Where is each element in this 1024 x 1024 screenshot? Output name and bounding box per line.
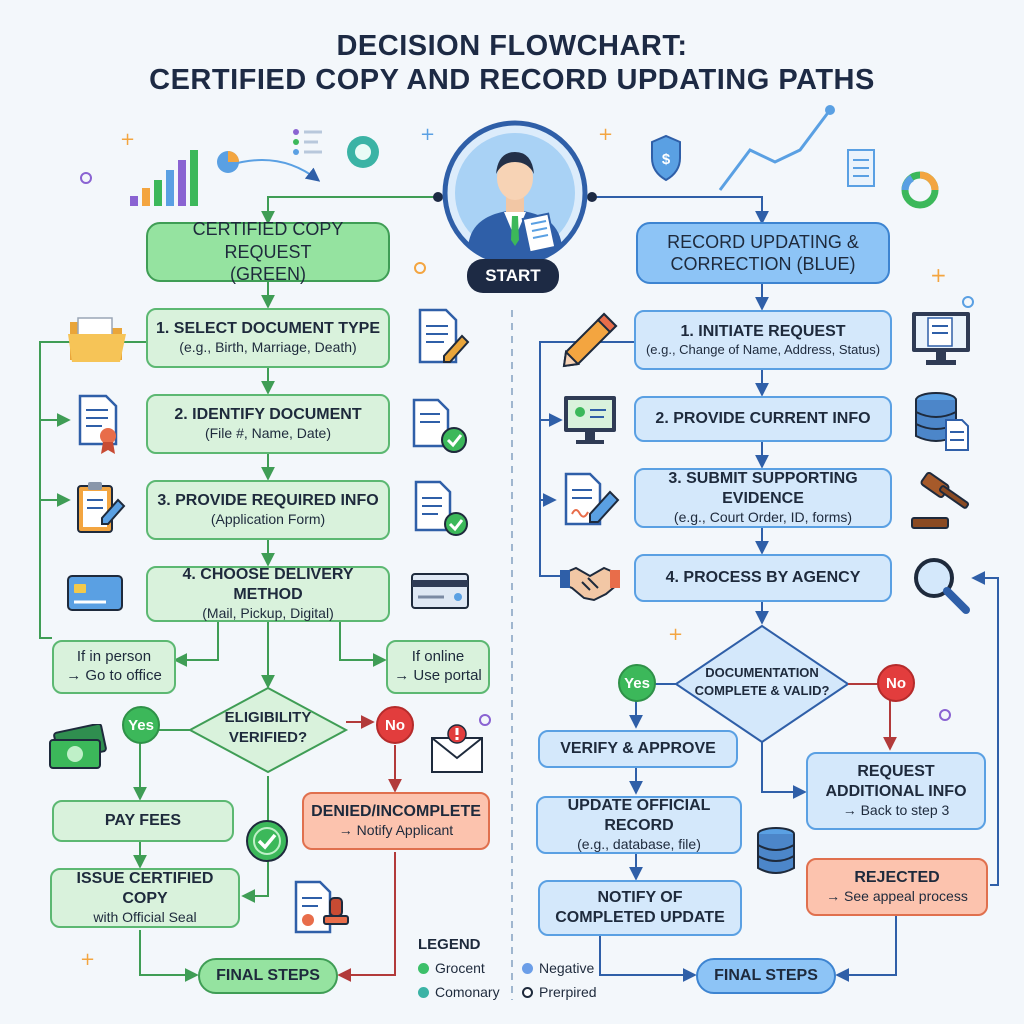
legend-dot-4 xyxy=(522,987,533,998)
left-final-steps: FINAL STEPS xyxy=(198,958,338,994)
right-step-3: 3. SUBMIT SUPPORTING EVIDENCE (e.g., Cou… xyxy=(634,468,892,528)
certified-copy-header: CERTIFIED COPY REQUEST (GREEN) xyxy=(146,219,390,284)
database-document-icon xyxy=(915,392,969,451)
database-icon xyxy=(757,827,795,874)
issue-copy-box: ISSUE CERTIFIED COPY with Official Seal xyxy=(50,868,240,928)
update-record-box: UPDATE OFFICIAL RECORD (e.g., database, … xyxy=(536,796,742,854)
document-check-icon xyxy=(412,398,467,453)
seal-check-icon xyxy=(246,820,288,862)
folder-icon xyxy=(68,317,126,362)
handshake-icon xyxy=(560,566,620,602)
legend-dot-3 xyxy=(418,987,429,998)
left-no-badge: No xyxy=(376,706,414,744)
form-check-icon xyxy=(414,480,468,536)
signed-document-icon xyxy=(564,472,620,526)
eligibility-decision: ELIGIBILITY VERIFIED? xyxy=(224,709,312,746)
legend-dot-1 xyxy=(418,963,429,974)
legend-title: LEGEND xyxy=(418,936,481,953)
documentation-decision: DOCUMENTATION COMPLETE & VALID? xyxy=(694,665,830,698)
svg-text:+: + xyxy=(668,624,683,645)
in-person-box: If in person → Go to office xyxy=(52,640,176,694)
verify-approve-box: VERIFY & APPROVE xyxy=(538,730,738,768)
money-icon xyxy=(49,724,107,769)
stamp-document-icon xyxy=(294,880,349,934)
legend-item-1: Grocent xyxy=(418,960,485,976)
id-monitor-icon xyxy=(564,396,616,444)
legend-dot-2 xyxy=(522,963,533,974)
gavel-icon xyxy=(911,471,970,529)
record-updating-header: RECORD UPDATING & CORRECTION (BLUE) xyxy=(636,222,890,284)
document-pen-icon xyxy=(418,308,470,364)
card-reader-icon xyxy=(411,573,469,609)
legend-item-2: Negative xyxy=(522,960,594,976)
right-yes-badge: Yes xyxy=(618,664,656,702)
notify-update-box: NOTIFY OF COMPLETED UPDATE xyxy=(538,880,742,936)
right-no-badge: No xyxy=(877,664,915,702)
right-step-4: 4. PROCESS BY AGENCY xyxy=(634,554,892,602)
left-step-4: 4. CHOOSE DELIVERY METHOD (Mail, Pickup,… xyxy=(146,566,390,622)
clipboard-icon xyxy=(77,482,126,533)
rejected-box: REJECTED → See appeal process xyxy=(806,858,988,916)
credit-card-icon xyxy=(67,575,123,611)
svg-text:$: $ xyxy=(662,151,671,168)
svg-text:+: + xyxy=(420,124,435,145)
magnifier-icon xyxy=(914,558,970,614)
start-badge: START xyxy=(467,259,559,293)
online-box: If online → Use portal xyxy=(386,640,490,694)
request-info-box: REQUEST ADDITIONAL INFO → Back to step 3 xyxy=(806,752,986,830)
title-line-1: DECISION FLOWCHART: xyxy=(336,30,688,62)
bar-chart-icon xyxy=(130,150,239,206)
left-step-3: 3. PROVIDE REQUIRED INFO (Application Fo… xyxy=(146,480,390,540)
left-yes-badge: Yes xyxy=(122,706,160,744)
svg-text:+: + xyxy=(80,949,95,970)
right-final-steps: FINAL STEPS xyxy=(696,958,836,994)
left-step-1: 1. SELECT DOCUMENT TYPE (e.g., Birth, Ma… xyxy=(146,308,390,368)
svg-text:+: + xyxy=(930,263,947,287)
legend-item-3: Comonary xyxy=(418,984,500,1000)
pencil-icon xyxy=(562,312,618,368)
pay-fees-box: PAY FEES xyxy=(52,800,234,842)
denied-box: DENIED/INCOMPLETE → Notify Applicant xyxy=(302,792,490,850)
legend: LEGEND Grocent Negative Comonary Prerpir… xyxy=(418,936,618,1006)
certificate-ribbon-icon xyxy=(78,394,118,454)
person-avatar-icon xyxy=(442,120,588,266)
envelope-alert-icon xyxy=(431,724,483,773)
monitor-document-icon xyxy=(912,312,970,365)
legend-item-4: Prerpired xyxy=(522,984,597,1000)
right-step-1: 1. INITIATE REQUEST (e.g., Change of Nam… xyxy=(634,310,892,370)
right-step-2: 2. PROVIDE CURRENT INFO xyxy=(634,396,892,442)
title-line-2: CERTIFIED COPY AND RECORD UPDATING PATHS xyxy=(149,64,875,96)
left-step-2: 2. IDENTIFY DOCUMENT (File #, Name, Date… xyxy=(146,394,390,454)
svg-text:+: + xyxy=(598,124,613,145)
svg-text:+: + xyxy=(120,129,135,150)
